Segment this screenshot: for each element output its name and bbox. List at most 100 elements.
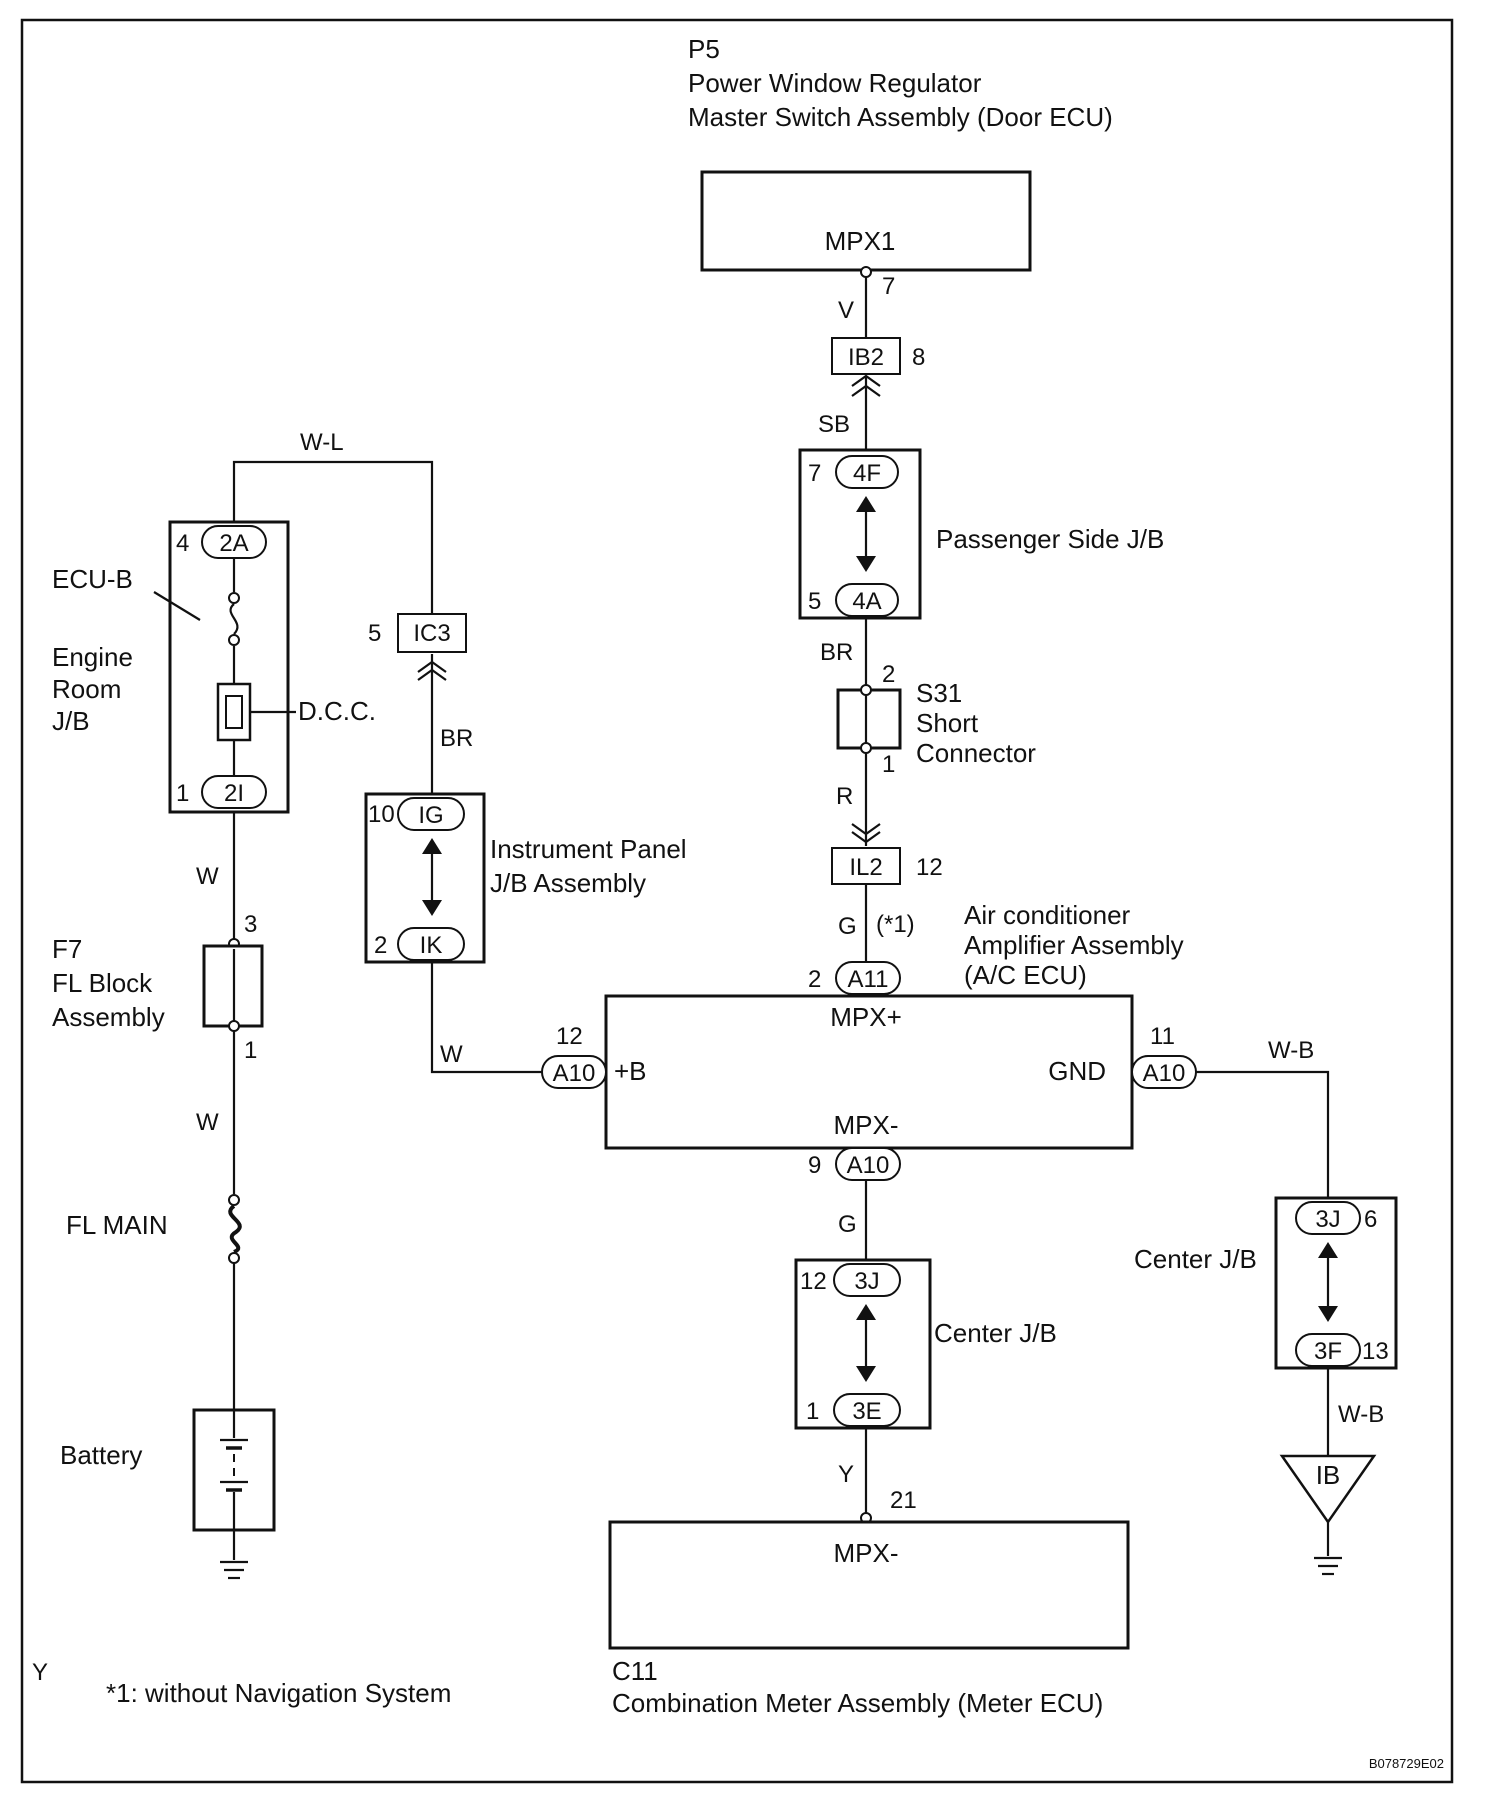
connector-ik-box (397, 927, 465, 961)
connector-4a-box (835, 583, 899, 617)
terminal-dot (860, 266, 872, 278)
connector-a11: A11 (848, 966, 889, 993)
pin-label: 9 (808, 1152, 821, 1179)
connector-ic3: IC3 (413, 620, 450, 647)
connector-a11-box (835, 961, 901, 995)
ac-ecu-terminal-left: +B (614, 1056, 647, 1086)
fl-block-id: F7 (52, 934, 82, 964)
wire-color-w-ip: W (440, 1041, 463, 1068)
pin-label: 2 (374, 932, 387, 959)
connector-3e: 3E (852, 1398, 881, 1425)
door-ecu-name-1: Power Window Regulator (688, 68, 982, 98)
wire-color-br: BR (820, 639, 853, 666)
pin-label: 1 (176, 780, 189, 807)
meter-ecu-box (608, 1520, 1130, 1650)
center-jb-mid-label: Center J/B (934, 1318, 1057, 1348)
connector-a10-bottom: A10 (847, 1152, 890, 1179)
battery-icon (220, 1410, 248, 1530)
wire-color-wb-top: W-B (1268, 1037, 1314, 1064)
connector-a10-bottom-box (835, 1147, 901, 1181)
ac-ecu-terminal-bottom: MPX- (834, 1110, 899, 1140)
short-connector-box (836, 688, 902, 750)
pin-label: 4 (176, 530, 189, 557)
wire-color-br-left: BR (440, 725, 473, 752)
ip-jb-name-2: J/B Assembly (490, 868, 646, 898)
pin-label: 1 (244, 1037, 257, 1064)
connector-3j-right: 3J (1315, 1206, 1340, 1233)
door-ecu-name-2: Master Switch Assembly (Door ECU) (688, 102, 1113, 132)
connector-3f-box (1295, 1333, 1361, 1367)
fl-block-name-1: FL Block (52, 968, 153, 998)
connector-3j-mid: 3J (854, 1268, 879, 1295)
fl-block-name-2: Assembly (52, 1002, 165, 1032)
pin-label: 7 (808, 460, 821, 487)
wire-color-r: R (836, 783, 853, 810)
connector-a10-left: A10 (553, 1060, 596, 1087)
wire-color-y: Y (838, 1461, 854, 1488)
meter-ecu-id: C11 (612, 1656, 658, 1686)
engine-room-jb-box (168, 520, 290, 814)
connector-4f-box (835, 455, 899, 489)
wire-color-v: V (838, 297, 854, 324)
figure-code: B078729E02 (1369, 1756, 1444, 1771)
ac-ecu-terminal-top: MPX+ (830, 1002, 902, 1032)
wire-color-g: G (838, 913, 857, 940)
pin-label: 6 (1364, 1206, 1377, 1233)
pin-label: 12 (800, 1268, 827, 1295)
wire-color-g-bottom: G (838, 1211, 857, 1238)
pin-label: 5 (368, 620, 381, 647)
ac-ecu-name-2: Amplifier Assembly (964, 930, 1184, 960)
fl-main-label: FL MAIN (66, 1210, 168, 1240)
connector-il2: IL2 (849, 854, 882, 881)
connector-3e-box (833, 1393, 901, 1427)
pin-label: 5 (808, 588, 821, 615)
door-ecu-terminal: MPX1 (825, 226, 896, 256)
connector-2i: 2I (224, 780, 244, 807)
engine-room-jb-name-3: J/B (52, 706, 90, 736)
ip-jb-name-1: Instrument Panel (490, 834, 687, 864)
engine-room-jb-name-1: Engine (52, 642, 133, 672)
ground-point-triangle (1279, 1454, 1377, 1525)
wire-color-wb-bottom: W-B (1338, 1401, 1384, 1428)
pin-label: 2 (882, 661, 895, 688)
wire-color-w-bottom: W (196, 1109, 219, 1136)
connector-ig: IG (418, 802, 443, 829)
pin-label: 1 (806, 1398, 819, 1425)
engine-room-jb-name-2: Room (52, 674, 121, 704)
pin-label: 7 (882, 273, 895, 300)
footnote: *1: without Navigation System (106, 1678, 451, 1708)
pin-label: 13 (1362, 1338, 1389, 1365)
wire-color-w-top: W (196, 863, 219, 890)
connector-ib2-box (831, 337, 901, 375)
connector-a10-right: A10 (1143, 1060, 1186, 1087)
battery-label: Battery (60, 1440, 142, 1470)
connector-ig-box (397, 797, 465, 831)
pin-label: 12 (556, 1023, 583, 1050)
wire-color-sb: SB (818, 411, 850, 438)
short-connector-id: S31 (916, 678, 962, 708)
ecu-b-label: ECU-B (52, 564, 133, 594)
diagram-frame (20, 18, 1454, 1784)
connector-3j-right-box (1295, 1201, 1361, 1235)
connector-4a: 4A (852, 588, 881, 615)
meter-ecu-terminal: MPX- (834, 1538, 899, 1568)
connector-3f: 3F (1314, 1338, 1342, 1365)
fuse-icon (228, 592, 240, 646)
passenger-jb-label: Passenger Side J/B (936, 524, 1164, 554)
pin-label: 11 (1150, 1023, 1175, 1050)
connector-2i-box (201, 775, 267, 809)
center-jb-right-label: Center J/B (1134, 1244, 1257, 1274)
ac-ecu-name-3: (A/C ECU) (964, 960, 1087, 990)
pin-label: 21 (890, 1487, 917, 1514)
connector-3j-mid-box (833, 1263, 901, 1297)
connector-2a: 2A (219, 530, 248, 557)
ac-ecu-terminal-right: GND (1048, 1056, 1106, 1086)
ground-symbol (1314, 1556, 1342, 1576)
wire-color-wl: W-L (300, 429, 344, 456)
connector-4f: 4F (853, 460, 881, 487)
door-ecu-id: P5 (688, 34, 720, 64)
pin-label: 12 (916, 854, 943, 881)
short-connector-name-1: Short (916, 708, 979, 738)
connector-ik: IK (420, 932, 443, 959)
